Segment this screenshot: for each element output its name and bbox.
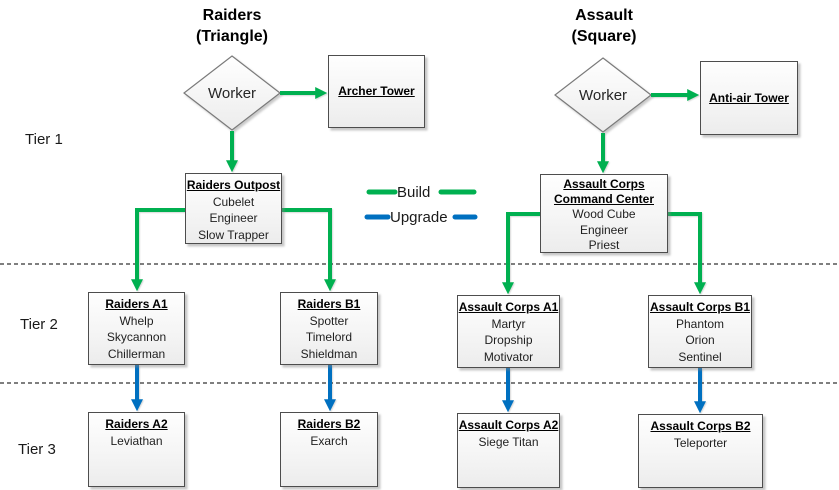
unit-name: Dropship xyxy=(484,333,533,347)
tier-3-label: Tier 3 xyxy=(18,441,56,458)
unit-name: Shieldman xyxy=(300,346,358,361)
raiders-worker-label: Worker xyxy=(207,85,257,102)
anti-air-tower-title: Anti-air Tower xyxy=(709,90,789,105)
tier-2-label: Tier 2 xyxy=(20,316,58,333)
assault-b2-title: Assault Corps B2 xyxy=(650,419,751,433)
legend-build-label: Build xyxy=(397,184,431,201)
assault-a2-title: Assault Corps A2 xyxy=(458,418,559,432)
raiders-a1-box: Raiders A1 Whelp Skycannon Chillerman xyxy=(88,292,185,365)
unit-name: Wood Cube xyxy=(572,207,636,222)
raiders-b2-box: Raiders B2 Exarch xyxy=(280,412,378,487)
assault-command-center-title-line2: Command Center xyxy=(553,192,654,207)
assault-b1-title: Assault Corps B1 xyxy=(649,300,751,314)
unit-name: Motivator xyxy=(483,349,534,364)
unit-name: Siege Titan xyxy=(478,434,539,449)
unit-name: Teleporter xyxy=(673,435,728,450)
assault-header: Assault (Square) xyxy=(514,5,694,47)
raiders-header: Raiders (Triangle) xyxy=(142,5,322,47)
raiders-outpost-title: Raiders Outpost xyxy=(186,178,281,192)
archer-tower-box: Archer Tower xyxy=(328,55,425,128)
assault-worker-diamond xyxy=(554,57,652,133)
raiders-worker-diamond xyxy=(183,55,281,131)
assault-a1-title: Assault Corps A1 xyxy=(458,300,559,314)
tier-1-label: Tier 1 xyxy=(25,131,63,148)
anti-air-tower-box: Anti-air Tower xyxy=(700,61,798,135)
unit-name: Whelp xyxy=(119,313,154,328)
unit-name: Spotter xyxy=(309,313,349,328)
assault-worker-label: Worker xyxy=(578,87,628,104)
unit-name: Martyr xyxy=(491,316,526,331)
build-arrow-outpost-to-raiders-b1 xyxy=(282,208,336,292)
unit-name: Cubelet xyxy=(212,194,255,209)
unit-name: Slow Trapper xyxy=(198,227,269,242)
unit-name: Sentinel xyxy=(678,349,722,364)
unit-name: Orion xyxy=(685,333,715,347)
build-arrow-command-center-to-assault-b1 xyxy=(668,212,706,295)
assault-command-center-box: Assault Corps Command Center Wood Cube E… xyxy=(540,174,668,253)
assault-subtitle: (Square) xyxy=(571,28,637,45)
raiders-a1-title: Raiders A1 xyxy=(105,297,168,311)
raiders-subtitle: (Triangle) xyxy=(195,28,268,45)
archer-tower-title: Archer Tower xyxy=(338,84,415,99)
unit-name: Priest xyxy=(588,237,620,252)
assault-title: Assault xyxy=(575,7,633,24)
legend-upgrade-label: Upgrade xyxy=(390,209,448,226)
build-arrow-command-center-to-assault-a1 xyxy=(502,212,540,295)
raiders-a2-title: Raiders A2 xyxy=(105,417,168,431)
assault-b1-box: Assault Corps B1 Phantom Orion Sentinel xyxy=(648,295,752,368)
unit-name: Skycannon xyxy=(106,330,167,344)
unit-name: Exarch xyxy=(310,433,348,448)
unit-name: Engineer xyxy=(209,211,258,225)
build-arrow-outpost-to-raiders-a1 xyxy=(131,208,185,292)
assault-a1-box: Assault Corps A1 Martyr Dropship Motivat… xyxy=(457,295,560,368)
raiders-b1-title: Raiders B1 xyxy=(297,297,361,311)
raiders-b2-title: Raiders B2 xyxy=(297,417,361,431)
raiders-b1-box: Raiders B1 Spotter Timelord Shieldman xyxy=(280,292,378,365)
raiders-outpost-box: Raiders Outpost Cubelet Engineer Slow Tr… xyxy=(185,173,282,244)
raiders-title: Raiders xyxy=(202,7,262,24)
unit-name: Engineer xyxy=(579,222,629,237)
assault-b2-box: Assault Corps B2 Teleporter xyxy=(638,414,763,488)
unit-name: Phantom xyxy=(675,316,725,331)
unit-name: Timelord xyxy=(305,330,353,344)
unit-name: Leviathan xyxy=(110,433,163,448)
assault-a2-box: Assault Corps A2 Siege Titan xyxy=(457,413,560,488)
raiders-a2-box: Raiders A2 Leviathan xyxy=(88,412,185,487)
assault-command-center-title-line1: Assault Corps xyxy=(563,177,645,191)
unit-name: Chillerman xyxy=(107,346,166,361)
